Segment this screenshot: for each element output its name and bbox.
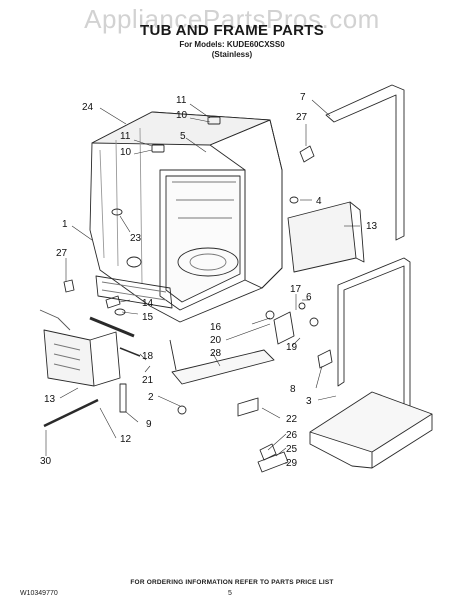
ordering-info-note: FOR ORDERING INFORMATION REFER TO PARTS …	[130, 579, 334, 586]
callout-17: 17	[290, 284, 302, 295]
callout-20: 20	[210, 335, 222, 346]
callout-25: 25	[286, 444, 298, 455]
callout-10-upper: 10	[176, 110, 188, 121]
callout-27-lower: 27	[56, 248, 68, 259]
finish-line: (Stainless)	[211, 50, 253, 59]
callout-1: 1	[62, 219, 68, 230]
callout-10-lower: 10	[120, 147, 132, 158]
callout-23: 23	[130, 233, 142, 244]
bottom-panel	[309, 391, 433, 469]
leader-lines	[45, 99, 360, 464]
watermark: AppliancePartsPros.com	[84, 4, 380, 34]
panel-13-lower	[43, 329, 121, 387]
panel-13-upper	[287, 201, 365, 273]
callout-18: 18	[142, 351, 154, 362]
callout-5: 5	[180, 131, 186, 142]
tub-shell	[89, 111, 283, 323]
callout-13-upper: 13	[366, 221, 378, 232]
page-title: TUB AND FRAME PARTS	[139, 22, 325, 39]
callout-21: 21	[142, 375, 154, 386]
page-number: 5	[228, 590, 232, 597]
document-number: W10349770	[20, 590, 58, 597]
callout-11-upper: 11	[176, 95, 187, 106]
callout-8: 8	[290, 384, 296, 395]
callout-26: 26	[286, 430, 298, 441]
frame-bracket	[95, 275, 173, 309]
kick-plate	[171, 349, 275, 385]
callout-19: 19	[286, 342, 298, 353]
callout-11-lower: 11	[120, 131, 131, 142]
callout-24: 24	[82, 102, 94, 113]
callout-7: 7	[300, 92, 306, 103]
callout-22: 22	[286, 414, 298, 425]
callout-6: 6	[306, 292, 312, 303]
door-seal-bottom	[337, 257, 411, 425]
callout-28: 28	[210, 348, 222, 359]
callout-3: 3	[306, 396, 312, 407]
callout-15: 15	[142, 312, 154, 323]
callout-16: 16	[210, 322, 222, 333]
small-parts	[39, 116, 333, 473]
callout-27-upper: 27	[296, 112, 308, 123]
callout-30: 30	[40, 456, 52, 467]
callout-14: 14	[142, 298, 154, 309]
callout-29: 29	[286, 458, 298, 469]
callout-13-lower: 13	[44, 394, 56, 405]
callout-2: 2	[148, 392, 154, 403]
door-seal-top	[325, 84, 405, 241]
callout-12: 12	[120, 434, 132, 445]
models-line: For Models: KUDE60CXSS0	[179, 40, 285, 49]
callout-4: 4	[316, 196, 322, 207]
callout-9: 9	[146, 419, 152, 430]
